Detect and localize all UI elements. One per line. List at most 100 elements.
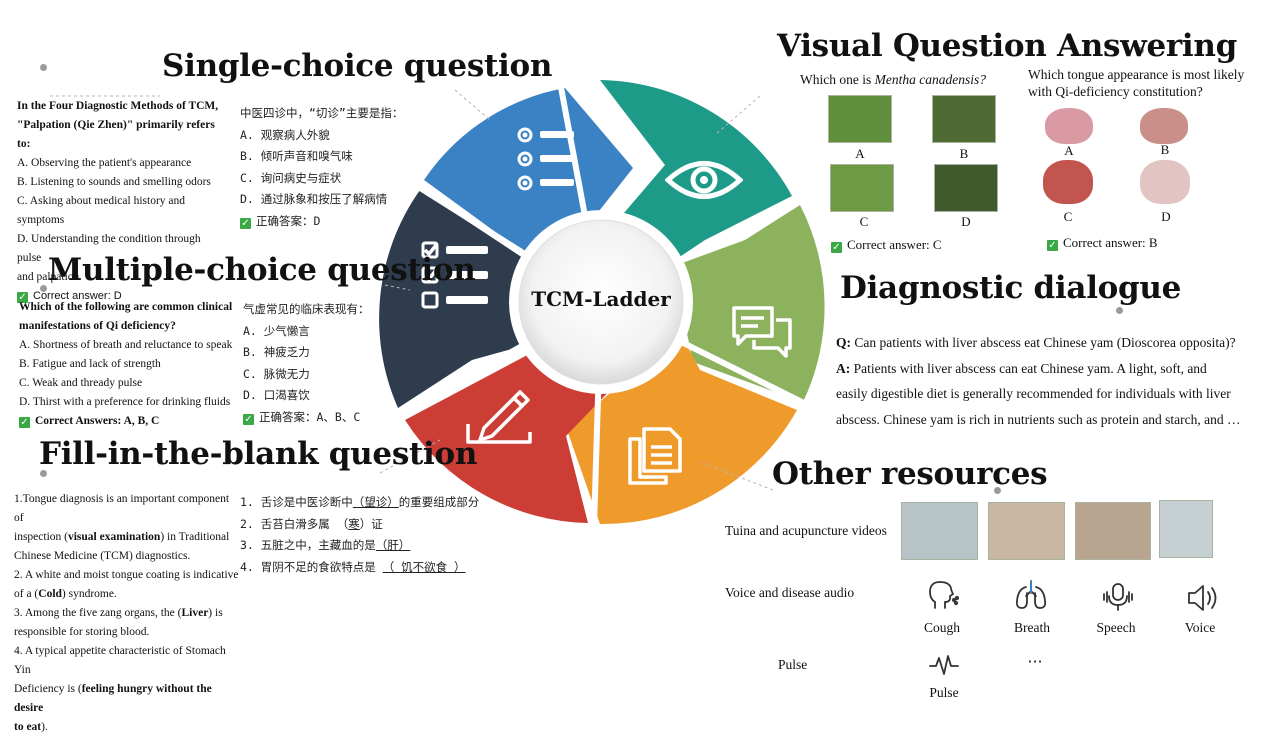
checkbox-list-icon xyxy=(421,241,488,309)
connector-dot xyxy=(1137,47,1144,54)
fill-line: of a (Cold) syndrome. xyxy=(14,588,117,600)
center-hub xyxy=(518,219,684,385)
fill-line: 3. Among the five zang organs, the (Live… xyxy=(14,607,223,619)
vqa-answer-2: ✓Correct answer: B xyxy=(1047,235,1158,251)
option: A. Observing the patient's appearance xyxy=(17,157,192,169)
dialogue-answer: abscess. Chinese yam is rich in nutrient… xyxy=(836,411,1241,427)
connector-lines xyxy=(50,89,774,491)
fill-line: 1. 舌诊是中医诊断中（望诊）的重要组成部分 xyxy=(240,495,480,509)
fill-line: inspection (visual examination) in Tradi… xyxy=(14,531,230,543)
fill-line: responsible for storing blood. xyxy=(14,626,150,638)
option: A. 少气懒言 xyxy=(243,323,310,338)
center-title: TCM-Ladder xyxy=(531,287,671,311)
video-thumbnail[interactable] xyxy=(901,502,978,560)
tongue-image-b xyxy=(1140,108,1188,144)
option: D. Understanding the condition through p… xyxy=(17,233,201,264)
option: A. 观察病人外貌 xyxy=(240,127,330,142)
dialogue-heading: Diagnostic dialogue xyxy=(840,270,1182,306)
fill-line: 4. A typical appetite characteristic of … xyxy=(14,645,226,676)
fill-blank-english: 1.Tongue diagnosis is an important compo… xyxy=(14,490,239,737)
fill-line: 1.Tongue diagnosis is an important compo… xyxy=(14,493,230,524)
dialogue-answer: easily digestible diet is generally reco… xyxy=(836,386,1231,401)
mint-image-d xyxy=(934,164,998,212)
mint-image-b xyxy=(932,95,996,143)
option: B. 神疲乏力 xyxy=(243,345,310,359)
option: C. 脉微无力 xyxy=(243,366,310,381)
chat-bubbles-icon xyxy=(732,306,792,358)
eye-icon xyxy=(665,161,743,199)
mint-image-a xyxy=(828,95,892,143)
option: D. 通过脉象和按压了解病情 xyxy=(240,192,388,206)
cough-icon[interactable] xyxy=(925,580,959,612)
correct-answer: Correct Answers: A, B, C xyxy=(35,415,160,427)
audio-item-label: Voice xyxy=(1184,620,1216,635)
tongue-image-c xyxy=(1043,160,1093,204)
microphone-icon[interactable] xyxy=(1100,582,1136,612)
vqa-question-1: Which one is Mentha canadensis? xyxy=(800,72,986,87)
option: D. Thirst with a preference for drinking… xyxy=(19,396,231,408)
single-choice-heading: Single-choice question xyxy=(162,48,553,84)
other-resources-heading: Other resources xyxy=(772,456,1048,492)
speaker-icon[interactable] xyxy=(1186,583,1220,613)
pulse-wave-icon[interactable] xyxy=(928,652,960,678)
video-thumbnail[interactable] xyxy=(1159,500,1213,558)
checkmark-icon: ✓ xyxy=(1047,240,1058,251)
pencil-icon xyxy=(466,390,532,444)
single-choice-english: In the Four Diagnostic Methods of TCM, "… xyxy=(17,97,227,306)
correct-answer: Correct answer: D xyxy=(33,290,122,302)
question-line: 气虚常见的临床表现有： xyxy=(243,302,370,316)
checklist-icon xyxy=(517,127,574,191)
pulse-label: Pulse xyxy=(929,685,959,700)
option: C. Weak and thready pulse xyxy=(19,377,143,389)
segment-other xyxy=(567,328,797,525)
fill-line: Deficiency is (feeling hungry without th… xyxy=(14,683,212,714)
tongue-image-a xyxy=(1045,108,1093,144)
connector-dot xyxy=(40,470,47,477)
video-thumbnail[interactable] xyxy=(1075,502,1151,560)
fill-line: 2. A white and moist tongue coating is i… xyxy=(14,569,239,581)
option: C. 询问病史与症状 xyxy=(240,170,342,185)
fill-line: 3. 五脏之中，主藏血的是（肝） xyxy=(240,538,411,552)
option: C. Asking about medical history and symp… xyxy=(17,195,186,226)
vqa-answer-1: ✓Correct answer: C xyxy=(831,237,942,253)
multiple-choice-english: Which of the following are common clinic… xyxy=(19,298,239,431)
checkmark-icon: ✓ xyxy=(240,217,251,229)
fill-blank-heading: Fill-in-the-blank question xyxy=(39,436,478,472)
dialogue-question: Q: Can patients with liver abscess eat C… xyxy=(836,335,1236,350)
connector-dot xyxy=(40,64,47,71)
checkmark-icon: ✓ xyxy=(17,292,28,303)
option: B. Fatigue and lack of strength xyxy=(19,358,161,370)
correct-answer: 正确答案：D xyxy=(256,213,321,228)
option: and palpation xyxy=(17,271,80,283)
pulse-row-label: Pulse xyxy=(778,657,808,672)
checkmark-icon: ✓ xyxy=(19,417,30,428)
videos-label: Tuina and acupuncture videos xyxy=(725,523,887,538)
option-label: C xyxy=(859,214,869,229)
question-line: manifestations of Qi deficiency? xyxy=(19,320,176,332)
option-label: B xyxy=(1160,142,1170,157)
question-line: 中医四诊中，“切诊”主要是指： xyxy=(240,106,404,120)
option-label: D xyxy=(1161,209,1171,224)
segment-fill-blank xyxy=(405,352,618,523)
option-label: A xyxy=(855,146,865,161)
lungs-icon[interactable] xyxy=(1014,579,1048,611)
multiple-choice-heading: Multiple-choice question xyxy=(48,252,476,288)
fill-line: to eat). xyxy=(14,721,48,733)
video-thumbnail[interactable] xyxy=(988,502,1065,560)
connector-dot xyxy=(994,487,1001,494)
single-choice-chinese: 中医四诊中，“切诊”主要是指： A. 观察病人外貌 B. 倾听声音和嗅气味 C.… xyxy=(240,103,440,232)
option-label: B xyxy=(959,146,969,161)
multiple-choice-chinese: 气虚常见的临床表现有： A. 少气懒言 B. 神疲乏力 C. 脉微无力 D. 口… xyxy=(243,299,393,428)
connector-dot xyxy=(40,285,47,292)
audio-item-label: Breath xyxy=(1014,620,1050,635)
mint-image-c xyxy=(830,164,894,212)
document-icon xyxy=(628,427,682,485)
checkmark-icon: ✓ xyxy=(243,413,254,425)
fill-blank-chinese: 1. 舌诊是中医诊断中（望诊）的重要组成部分 2. 舌苔白滑多属 （寒）证 3.… xyxy=(240,492,500,578)
option: A. Shortness of breath and reluctance to… xyxy=(19,339,233,351)
fill-line: 2. 舌苔白滑多属 （寒）证 xyxy=(240,516,383,531)
audio-label: Voice and disease audio xyxy=(725,585,855,600)
option: D. 口渴喜饮 xyxy=(243,388,310,402)
option: B. 倾听声音和嗅气味 xyxy=(240,149,353,163)
